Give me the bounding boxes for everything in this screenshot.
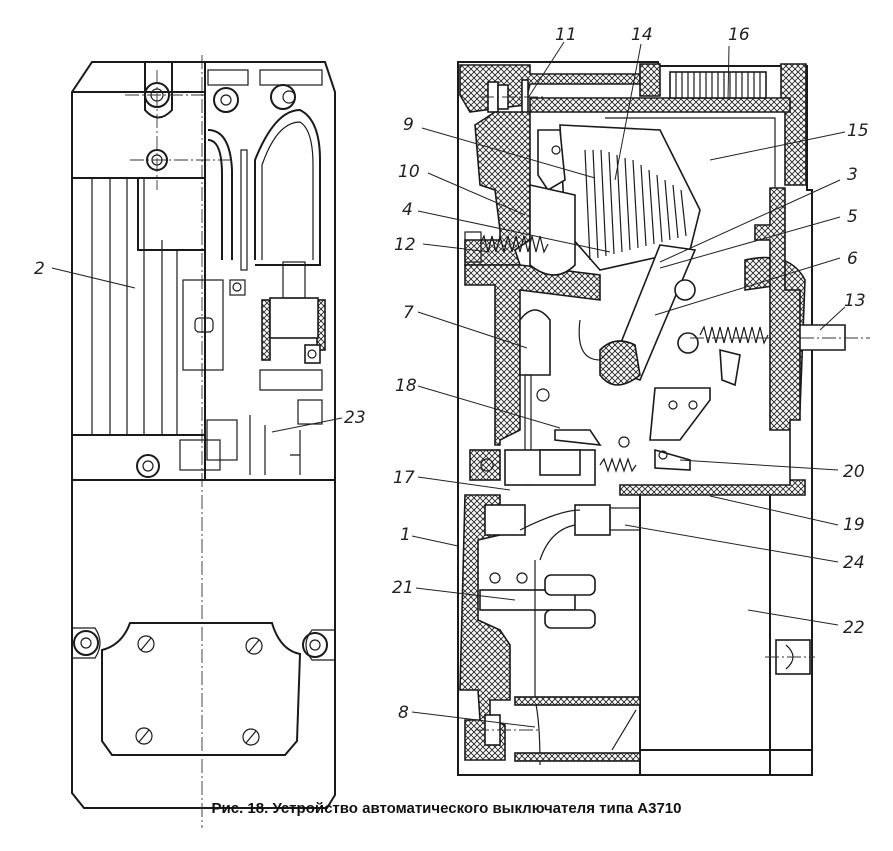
label-10: 10 [398, 162, 420, 182]
latch-block [649, 387, 711, 471]
label-21: 21 [392, 578, 414, 598]
callouts: 2 23 11 14 16 9 15 10 3 4 5 12 6 7 13 18… [34, 25, 869, 728]
trip-lever-18 [554, 429, 637, 473]
moving-contact-arm [578, 244, 697, 386]
label-11: 11 [555, 25, 577, 45]
label-20: 20 [843, 462, 865, 482]
section-view [457, 61, 870, 776]
right-wall [619, 187, 806, 496]
side-plates [91, 178, 178, 435]
front-view [71, 55, 336, 828]
terminal-housing [144, 62, 173, 119]
label-4: 4 [402, 200, 413, 220]
figure-caption: Рис. 18. Устройство автоматического выкл… [211, 800, 682, 817]
label-9: 9 [403, 115, 414, 135]
label-24: 24 [843, 553, 865, 573]
lower-left-wall [459, 494, 511, 761]
front-mechanism [179, 62, 326, 480]
label-1: 1 [400, 525, 411, 545]
left-wall [464, 111, 531, 266]
label-13: 13 [844, 291, 866, 311]
lower-terminal-8 [475, 696, 641, 762]
front-body-outline [71, 61, 336, 809]
label-15: 15 [847, 121, 869, 141]
mount-holes-lower [72, 627, 335, 661]
cover-screws [135, 635, 263, 746]
fixed-contact-9 [529, 129, 576, 276]
lower-cover-plate [101, 622, 302, 756]
coil-16 [669, 71, 767, 99]
label-3: 3 [847, 165, 858, 185]
connector-24 [484, 504, 641, 561]
label-22: 22 [843, 618, 865, 638]
label-8: 8 [398, 703, 409, 723]
top-left-block [72, 91, 206, 179]
block-step [137, 178, 205, 251]
label-7: 7 [403, 303, 414, 323]
label-17: 17 [393, 468, 415, 488]
leader-2 [51, 267, 136, 289]
side-latch-22 [765, 639, 815, 675]
spring-12 [479, 234, 549, 254]
leader-23 [271, 417, 343, 433]
label-6: 6 [847, 249, 858, 269]
mechanism-spring [674, 279, 769, 387]
label-12: 12 [394, 235, 416, 255]
label-18: 18 [395, 376, 417, 396]
block-17 [469, 449, 596, 486]
label-19: 19 [843, 515, 865, 535]
label-23: 23 [344, 408, 366, 428]
thermal-element-7 [519, 309, 551, 486]
label-5: 5 [847, 207, 858, 227]
label-2: 2 [34, 259, 45, 279]
label-16: 16 [728, 25, 750, 45]
mount-screw-mid [136, 454, 160, 478]
label-14: 14 [631, 25, 653, 45]
